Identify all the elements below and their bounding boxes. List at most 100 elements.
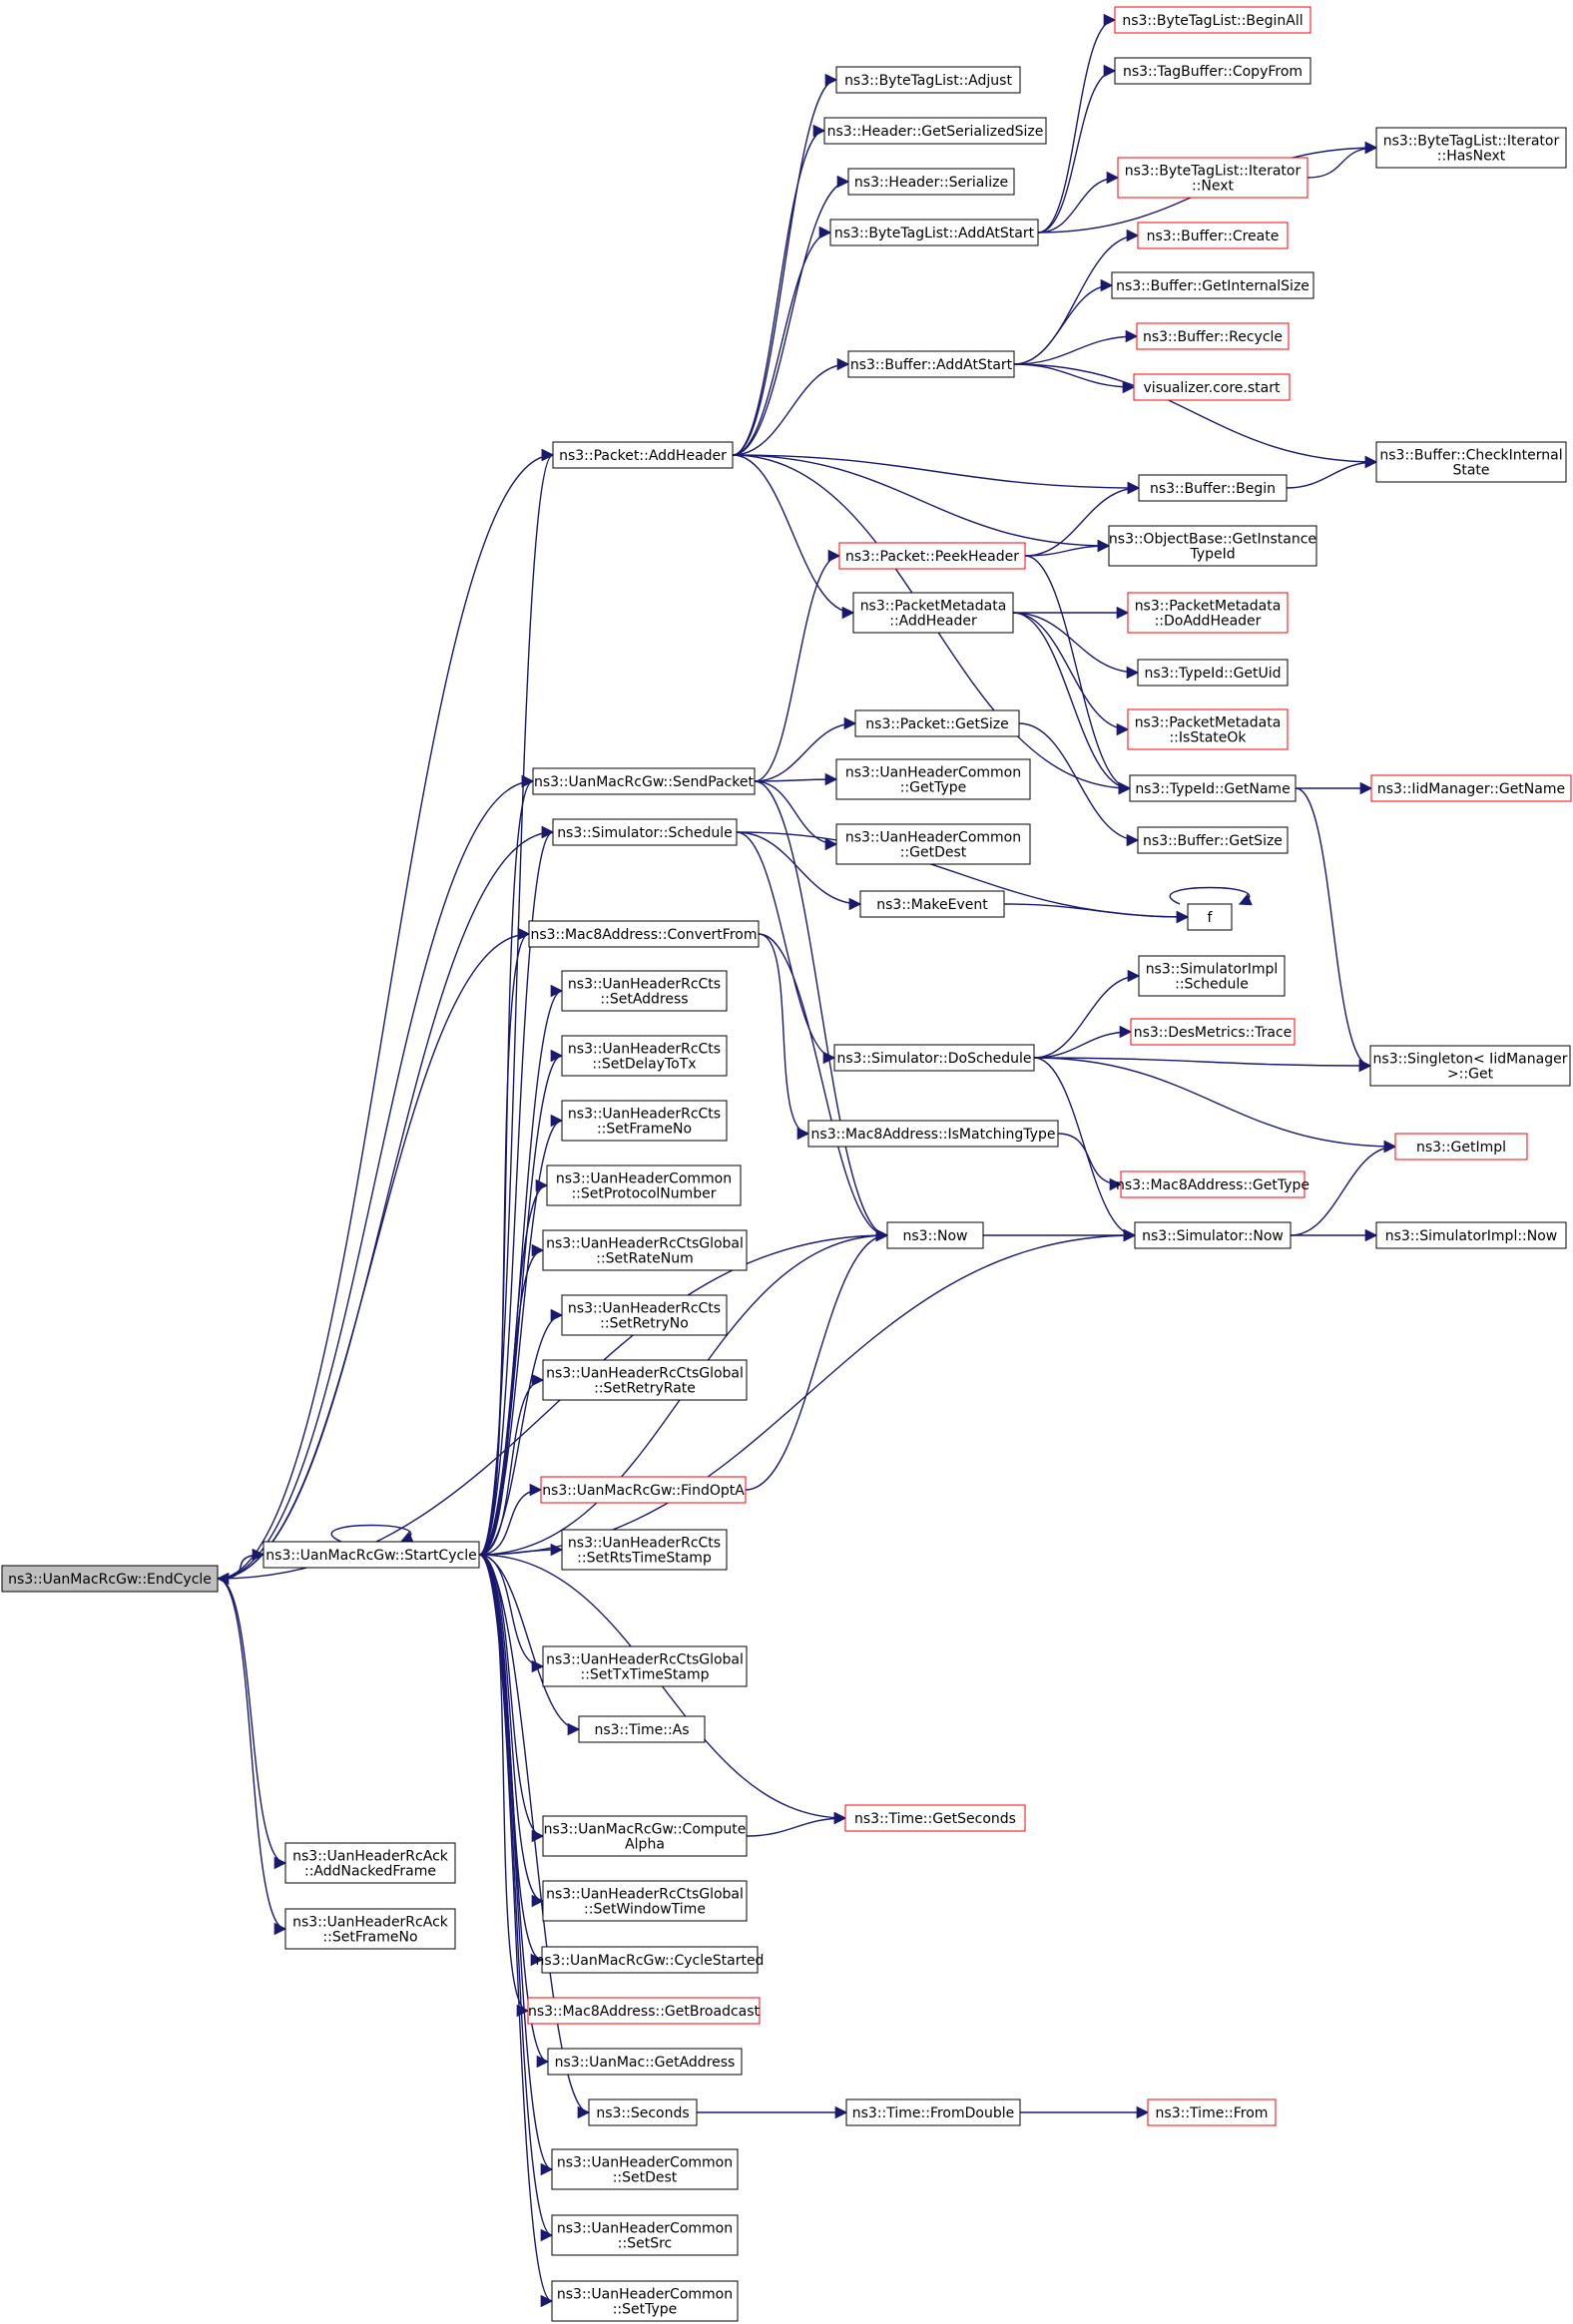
node-buf_getsize[interactable]: ns3::Buffer::GetSize — [1137, 826, 1289, 854]
node-getseconds[interactable]: ns3::Time::GetSeconds — [844, 1804, 1026, 1832]
node-findopta[interactable]: ns3::UanMacRcGw::FindOptA — [540, 1476, 747, 1504]
node-startcycle[interactable]: ns3::UanMacRcGw::StartCycle — [262, 1541, 480, 1569]
node-settxtimestamp[interactable]: ns3::UanHeaderRcCtsGlobal::SetTxTimeStam… — [542, 1645, 748, 1687]
node-box — [1127, 592, 1289, 634]
node-label: ::HasNext — [1437, 149, 1506, 165]
node-getbroadcast[interactable]: ns3::Mac8Address::GetBroadcast — [527, 1997, 761, 2025]
node-label: ns3::Buffer::Begin — [1150, 481, 1276, 497]
node-uhc_getdest[interactable]: ns3::UanHeaderCommon::GetDest — [835, 823, 1031, 865]
node-label: ns3::ByteTagList::Adjust — [844, 73, 1012, 89]
edge-doschedule-to-singleton_get — [1033, 1057, 1372, 1073]
node-addnacked[interactable]: ns3::UanHeaderRcAck::AddNackedFrame — [284, 1842, 456, 1884]
node-settype[interactable]: ns3::UanHeaderCommon::SetType — [551, 2280, 739, 2322]
node-f[interactable]: f — [1187, 903, 1233, 931]
node-pkt_getsize[interactable]: ns3::Packet::GetSize — [854, 709, 1020, 737]
node-box — [561, 1100, 728, 1142]
node-label: ::Next — [1192, 179, 1235, 195]
node-fromdouble[interactable]: ns3::Time::FromDouble — [845, 2098, 1021, 2126]
node-sim_now[interactable]: ns3::Simulator::Now — [1134, 1221, 1292, 1249]
node-time_as[interactable]: ns3::Time::As — [578, 1715, 706, 1743]
node-setratenum[interactable]: ns3::UanHeaderRcCtsGlobal::SetRateNum — [542, 1229, 748, 1271]
node-setdest[interactable]: ns3::UanHeaderCommon::SetDest — [551, 2148, 739, 2190]
node-box — [561, 970, 728, 1012]
node-setaddress[interactable]: ns3::UanHeaderRcCts::SetAddress — [561, 970, 728, 1012]
node-setdelaytotx[interactable]: ns3::UanHeaderRcCts::SetDelayToTx — [561, 1035, 728, 1077]
node-addheader[interactable]: ns3::Packet::AddHeader — [552, 441, 734, 469]
node-viz_start[interactable]: visualizer.core.start — [1133, 373, 1291, 401]
node-schedule[interactable]: ns3::Simulator::Schedule — [552, 818, 738, 846]
node-singleton_get[interactable]: ns3::Singleton< IidManager >::Get — [1369, 1045, 1571, 1087]
node-desmetrics_trace[interactable]: ns3::DesMetrics::Trace — [1130, 1018, 1296, 1046]
node-label: ns3::Time::FromDouble — [852, 2105, 1015, 2121]
node-buf_create[interactable]: ns3::Buffer::Create — [1137, 222, 1289, 249]
node-doschedule[interactable]: ns3::Simulator::DoSchedule — [833, 1044, 1035, 1072]
node-tagbuf_copyfrom[interactable]: ns3::TagBuffer::CopyFrom — [1114, 57, 1311, 85]
node-box — [1138, 474, 1288, 502]
node-buf_getinternalsize[interactable]: ns3::Buffer::GetInternalSize — [1111, 271, 1314, 299]
edge-startcycle-to-addheader — [478, 449, 555, 1556]
node-now[interactable]: ns3::Now — [886, 1221, 984, 1249]
node-box — [854, 709, 1020, 737]
node-getaddress[interactable]: ns3::UanMac::GetAddress — [547, 2048, 743, 2076]
node-typeid_getuid[interactable]: ns3::TypeId::GetUid — [1137, 659, 1289, 687]
edge-startcycle-to-setratenum — [478, 1243, 545, 1556]
node-ack_setframeno[interactable]: ns3::UanHeaderRcAck::SetFrameNo — [284, 1908, 456, 1950]
node-makeevent[interactable]: ns3::MakeEvent — [859, 890, 1005, 918]
node-uhc_gettype[interactable]: ns3::UanHeaderCommon::GetType — [835, 758, 1031, 800]
node-buf_recycle[interactable]: ns3::Buffer::Recycle — [1136, 322, 1290, 350]
edge-addheader-to-hdr_getsersize — [732, 124, 826, 456]
node-box — [1120, 1170, 1306, 1198]
node-setwindowtime[interactable]: ns3::UanHeaderRcCtsGlobal::SetWindowTime — [542, 1880, 748, 1922]
node-box — [561, 1294, 728, 1336]
node-label: ns3::Header::GetSerializedSize — [827, 124, 1044, 140]
node-hdr_getsersize[interactable]: ns3::Header::GetSerializedSize — [823, 117, 1047, 145]
node-getimpl[interactable]: ns3::GetImpl — [1394, 1133, 1528, 1161]
edge-buf_addatstart-to-buf_getinternalsize — [1013, 278, 1114, 365]
edge-startcycle-to-seconds — [478, 1554, 591, 2119]
node-label: ns3::Packet::AddHeader — [559, 448, 727, 464]
node-setprotocolnumber[interactable]: ns3::UanHeaderCommon::SetProtocolNumber — [546, 1164, 742, 1206]
node-setretryrate[interactable]: ns3::UanHeaderRcCtsGlobal::SetRetryRate — [542, 1359, 748, 1401]
node-typeid_getname[interactable]: ns3::TypeId::GetName — [1129, 774, 1297, 802]
node-setretryno[interactable]: ns3::UanHeaderRcCts::SetRetryNo — [561, 1294, 728, 1336]
node-pm_isstateok[interactable]: ns3::PacketMetadata::IsStateOk — [1127, 708, 1289, 750]
node-ismatchingtype[interactable]: ns3::Mac8Address::IsMatchingType — [807, 1120, 1059, 1148]
node-box — [528, 920, 760, 948]
edge-endcycle-to-ack_setframeno — [217, 1578, 287, 1936]
node-simimpl_now[interactable]: ns3::SimulatorImpl::Now — [1375, 1221, 1567, 1249]
node-simimpl_schedule[interactable]: ns3::SimulatorImpl::Schedule — [1138, 955, 1286, 997]
node-time_from[interactable]: ns3::Time::From — [1147, 2098, 1277, 2126]
node-sendpacket[interactable]: ns3::UanMacRcGw::SendPacket — [532, 767, 756, 795]
node-btli_hasnext[interactable]: ns3::ByteTagList::Iterator::HasNext — [1375, 127, 1567, 169]
node-label: ns3::Buffer::Create — [1147, 229, 1280, 244]
node-box — [284, 1842, 456, 1884]
node-hdr_serialize[interactable]: ns3::Header::Serialize — [847, 168, 1015, 196]
node-box — [1187, 903, 1233, 931]
edge-startcycle-to-setretryno — [478, 1308, 564, 1556]
node-box — [1114, 57, 1311, 85]
node-seconds[interactable]: ns3::Seconds — [588, 2098, 698, 2126]
node-pm_doaddheader[interactable]: ns3::PacketMetadata::DoAddHeader — [1127, 592, 1289, 634]
node-box — [540, 1476, 747, 1504]
node-peekheader[interactable]: ns3::Packet::PeekHeader — [838, 542, 1026, 570]
node-cyclestarted[interactable]: ns3::UanMacRcGw::CycleStarted — [536, 1946, 765, 1974]
node-mac8_gettype[interactable]: ns3::Mac8Address::GetType — [1116, 1170, 1310, 1198]
node-btl_adjust[interactable]: ns3::ByteTagList::Adjust — [835, 66, 1021, 94]
node-buf_addatstart[interactable]: ns3::Buffer::AddAtStart — [847, 350, 1015, 378]
node-btl_addatstart[interactable]: ns3::ByteTagList::AddAtStart — [829, 219, 1039, 246]
node-label: >::Get — [1447, 1067, 1494, 1083]
node-convertfrom[interactable]: ns3::Mac8Address::ConvertFrom — [528, 920, 760, 948]
node-label: ns3::PacketMetadata — [1135, 599, 1282, 615]
node-setsrc[interactable]: ns3::UanHeaderCommon::SetSrc — [551, 2214, 739, 2256]
node-buf_begin[interactable]: ns3::Buffer::Begin — [1138, 474, 1288, 502]
node-btl_beginall[interactable]: ns3::ByteTagList::BeginAll — [1114, 6, 1311, 34]
node-iidmgr_getname[interactable]: ns3::IidManager::GetName — [1370, 774, 1572, 802]
node-setrtstimestamp[interactable]: ns3::UanHeaderRcCts::SetRtsTimeStamp — [561, 1529, 728, 1571]
node-cts_setframeno[interactable]: ns3::UanHeaderRcCts::SetFrameNo — [561, 1100, 728, 1142]
node-pm_addheader[interactable]: ns3::PacketMetadata::AddHeader — [852, 592, 1014, 634]
node-btli_next[interactable]: ns3::ByteTagList::Iterator::Next — [1117, 157, 1309, 199]
